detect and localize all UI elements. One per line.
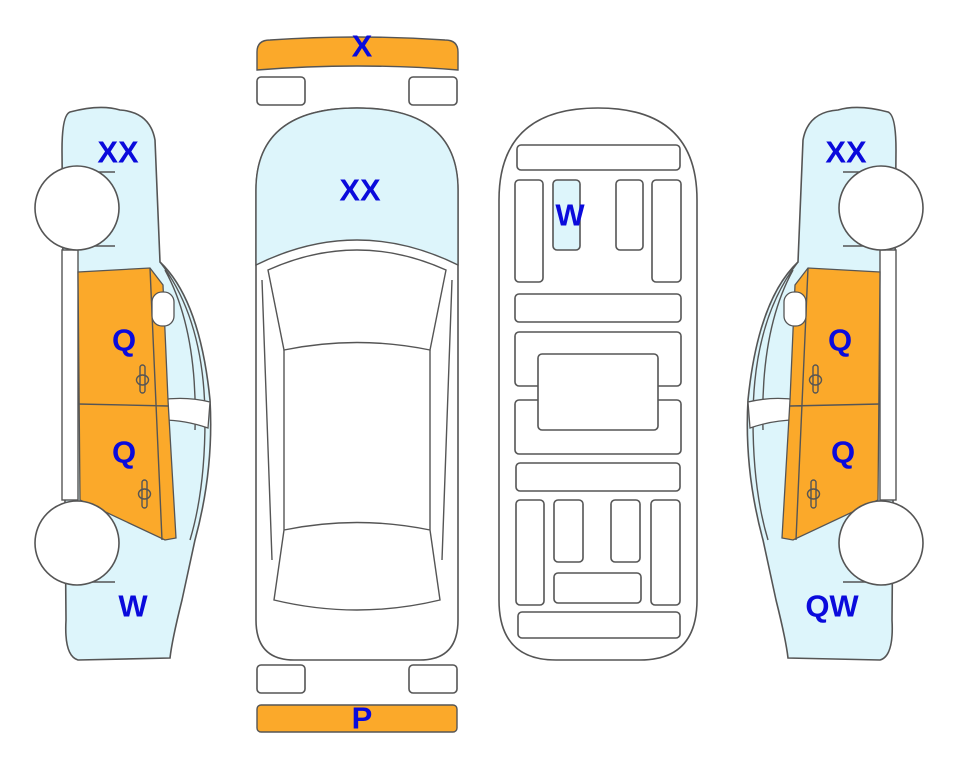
right-side-view: XX Q Q QW (746, 106, 924, 661)
wheel-icon (838, 500, 924, 586)
hood-damage[interactable] (255, 107, 459, 267)
wheel-icon (838, 165, 924, 251)
wheel-icon (34, 500, 120, 586)
label-rear-bumper: P (352, 701, 373, 736)
label-right-rear-door: Q (831, 435, 855, 470)
label-left-front-door: Q (112, 323, 136, 358)
front-bumper-damage[interactable] (256, 36, 459, 71)
label-right-front: XX (825, 135, 867, 170)
label-left-front: XX (97, 135, 139, 170)
underside-view: W (498, 107, 698, 661)
top-view: X XX P (255, 29, 459, 736)
label-left-rear-door: Q (112, 435, 136, 470)
label-left-rear: W (118, 589, 148, 624)
door-handle-icon (806, 479, 821, 509)
label-right-front-door: Q (828, 323, 852, 358)
label-hood: XX (339, 173, 381, 208)
door-handle-icon (808, 364, 823, 394)
label-right-rear: QW (805, 589, 859, 624)
door-handle-icon (137, 479, 152, 509)
label-front-bumper: X (352, 29, 373, 64)
label-underside-panel: W (555, 198, 585, 233)
wheel-icon (34, 165, 120, 251)
door-handle-icon (135, 364, 150, 394)
left-side-view: XX Q Q W (34, 106, 212, 661)
rear-bumper-damage[interactable] (256, 704, 458, 733)
underside-panel-damage[interactable] (552, 179, 581, 251)
